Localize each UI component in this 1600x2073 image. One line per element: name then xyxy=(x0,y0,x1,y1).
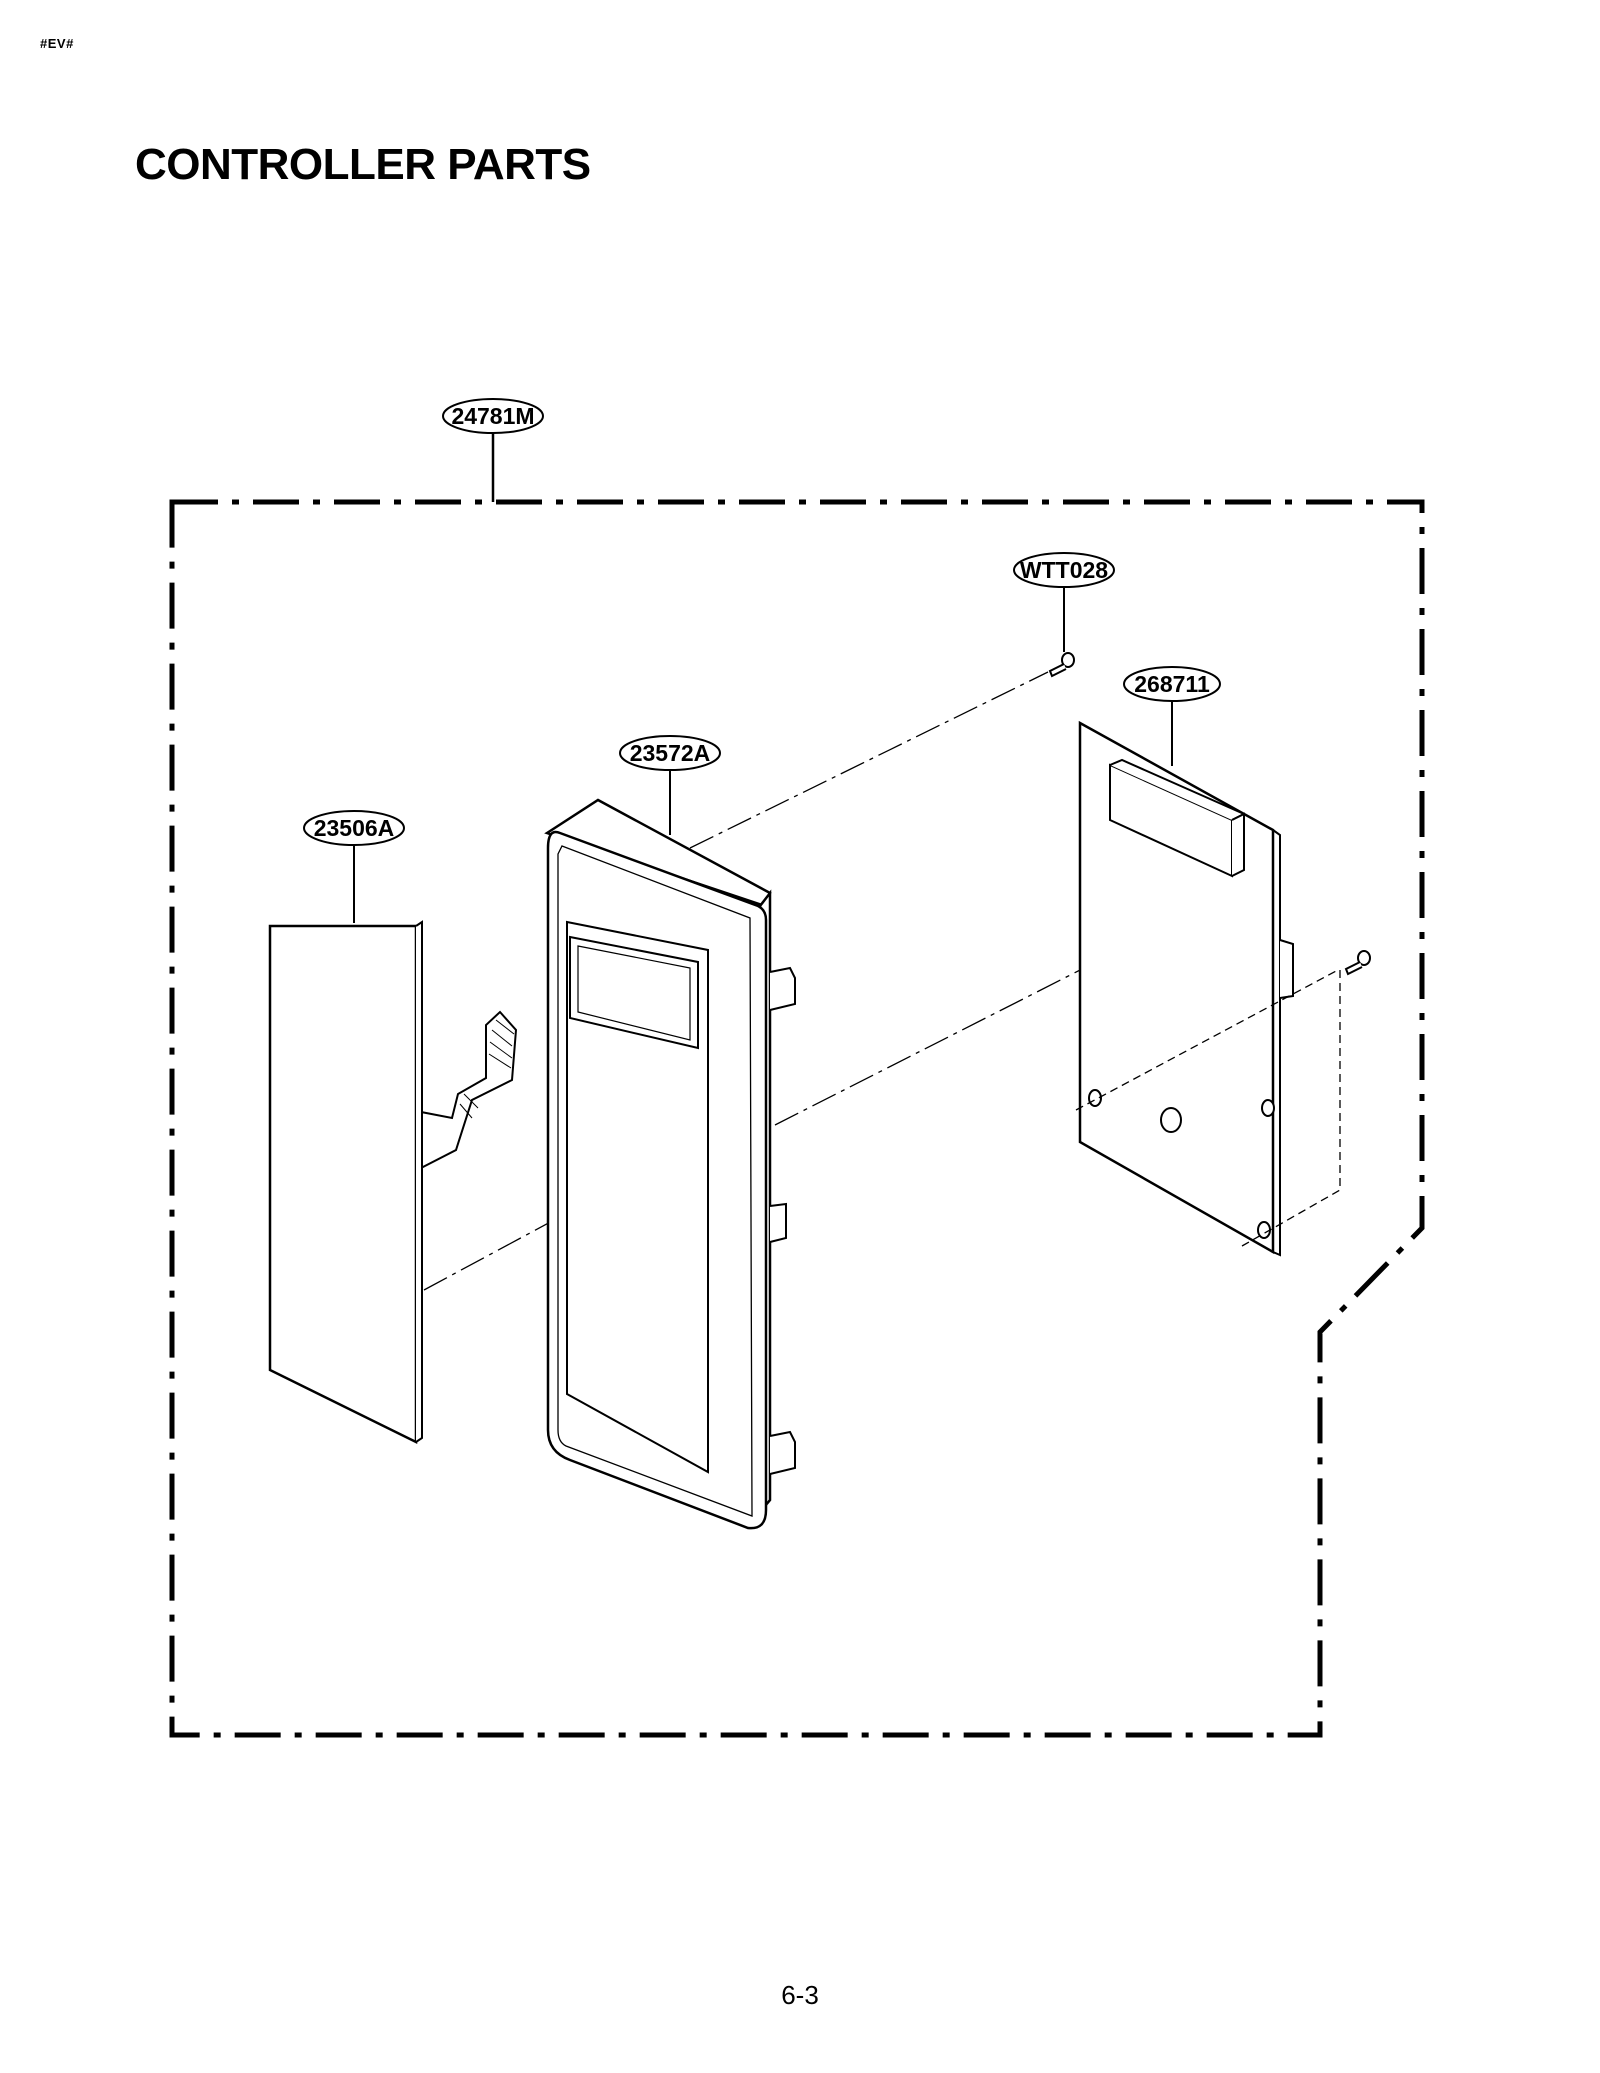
page-title: CONTROLLER PARTS xyxy=(135,140,591,189)
front-frame-part xyxy=(544,671,1093,1530)
callout-label: WTT028 xyxy=(1020,557,1108,583)
callout-24781m[interactable]: 24781M xyxy=(442,398,544,502)
screw-wtt028-part xyxy=(1048,652,1075,678)
screw-right-part xyxy=(1344,950,1371,976)
callout-268711[interactable]: 268711 xyxy=(1123,666,1221,766)
assembly-boundary xyxy=(169,499,1425,1738)
page-number: 6-3 xyxy=(781,1980,819,2010)
callout-wtt028[interactable]: WTT028 xyxy=(1013,552,1115,652)
callout-23572a[interactable]: 23572A xyxy=(619,735,721,835)
membrane-switch-part xyxy=(268,920,596,1445)
callout-label: 24781M xyxy=(451,403,534,429)
callout-label: 268711 xyxy=(1134,671,1210,697)
page-code: #EV# xyxy=(40,36,74,51)
callout-23506a[interactable]: 23506A xyxy=(303,810,405,923)
pcb-part xyxy=(1075,720,1341,1257)
callout-label: 23506A xyxy=(314,815,395,841)
callout-label: 23572A xyxy=(630,740,711,766)
